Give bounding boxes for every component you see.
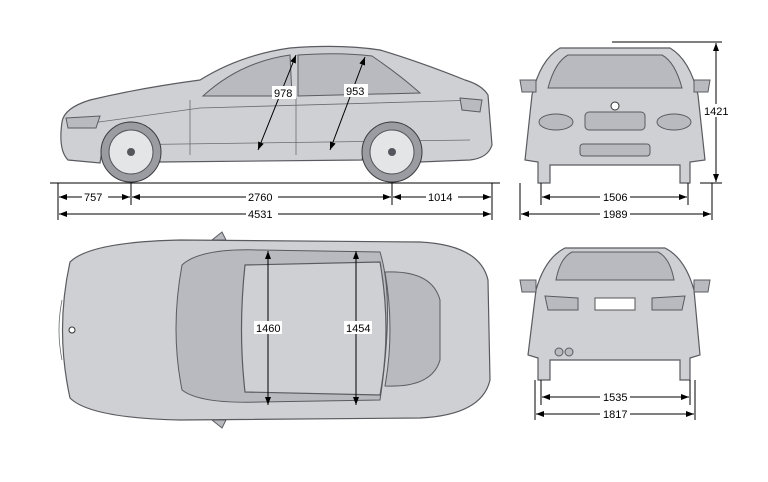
rear-view-car xyxy=(519,247,711,381)
height-label: 1421 xyxy=(704,106,728,118)
rear-headroom-label: 953 xyxy=(346,86,364,98)
rear-track-label: 1535 xyxy=(603,392,627,404)
front-overhang-label: 757 xyxy=(84,192,102,204)
rear-width-label: 1817 xyxy=(603,409,627,421)
wheelbase-label: 2760 xyxy=(248,192,272,204)
width-label: 1989 xyxy=(603,209,627,221)
rear-interior-width-label: 1454 xyxy=(346,323,370,335)
length-label: 4531 xyxy=(248,209,272,221)
rear-view-dimensions: 1535 1817 xyxy=(534,380,696,421)
front-interior-width-label: 1460 xyxy=(256,323,280,335)
front-view-dimensions: 1421 1506 1989 xyxy=(519,41,729,221)
front-headroom-label: 978 xyxy=(274,88,292,100)
front-view-car xyxy=(519,47,711,184)
side-length-dimensions: 757 2760 1014 4531 xyxy=(50,182,500,221)
side-view-car xyxy=(60,45,493,183)
front-track-label: 1506 xyxy=(603,192,627,204)
headroom-dimensions: 978 953 xyxy=(257,54,368,151)
top-view-dimensions: 1460 1454 xyxy=(254,251,372,405)
rear-overhang-label: 1014 xyxy=(428,192,452,204)
